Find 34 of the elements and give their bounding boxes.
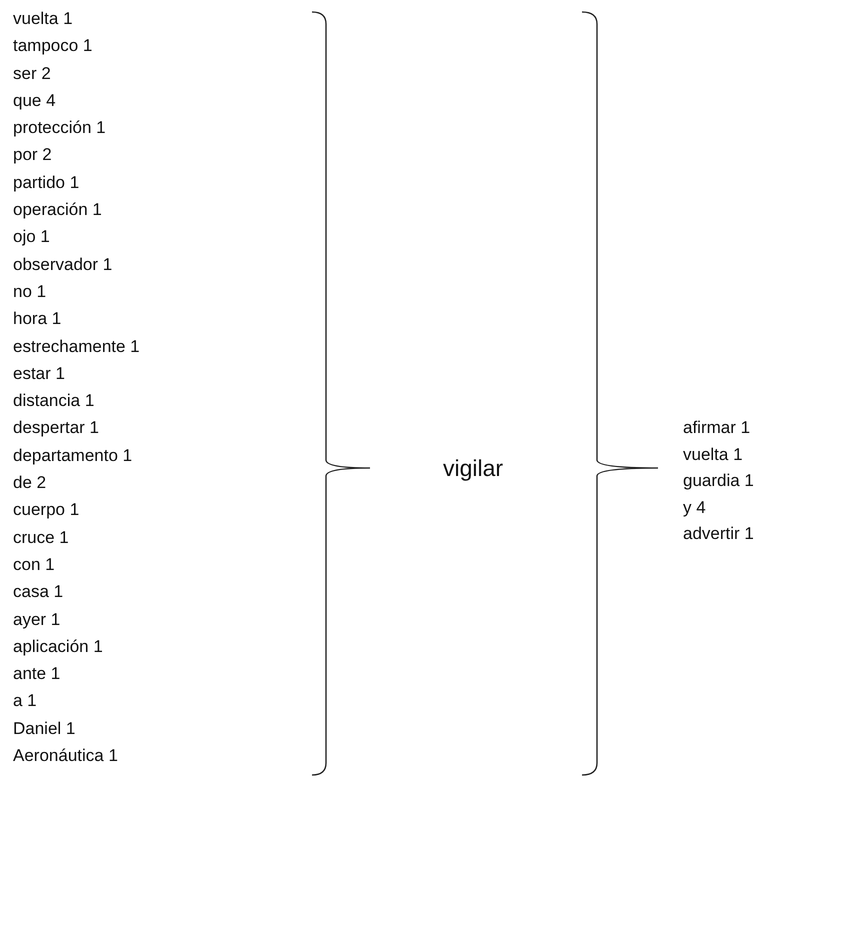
word-count: departamento 1	[13, 444, 134, 467]
word-count: estar 1	[13, 362, 66, 385]
word-count: operación 1	[13, 199, 103, 222]
word-count: no 1	[13, 280, 48, 303]
center-word: vigilar	[443, 455, 504, 482]
word-count: vuelta 1	[683, 444, 744, 466]
word-count: advertir 1	[683, 523, 754, 545]
word-count: afirmar 1	[683, 417, 752, 439]
word-count: vuelta 1	[13, 8, 74, 30]
word-count: ayer 1	[13, 608, 62, 631]
word-count: guardia 1	[683, 470, 754, 492]
word-count: despertar 1	[13, 417, 100, 440]
word-count: tampoco 1	[13, 35, 94, 58]
word-count: Aeronáutica 1	[13, 745, 119, 768]
word-count: que 4	[13, 90, 57, 112]
word-count: por 2	[13, 144, 53, 166]
word-count: partido 1	[13, 172, 80, 194]
word-count: distancia 1	[13, 390, 96, 412]
word-count: aplicación 1	[13, 636, 104, 658]
word-count: cruce 1	[13, 526, 70, 549]
word-count: con 1	[13, 554, 56, 576]
word-count: y 4	[683, 496, 707, 518]
word-count: observador 1	[13, 254, 114, 276]
word-count: a 1	[13, 690, 38, 712]
word-count: de 2	[13, 472, 48, 494]
word-count: protección 1	[13, 117, 107, 140]
word-count: hora 1	[13, 308, 62, 330]
word-count: cuerpo 1	[13, 499, 80, 522]
word-count: ante 1	[13, 663, 62, 686]
word-count: ojo 1	[13, 226, 51, 248]
word-count: Daniel 1	[13, 718, 76, 740]
word-count: casa 1	[13, 581, 64, 604]
word-count: estrechamente 1	[13, 336, 140, 358]
word-count: ser 2	[13, 62, 52, 85]
